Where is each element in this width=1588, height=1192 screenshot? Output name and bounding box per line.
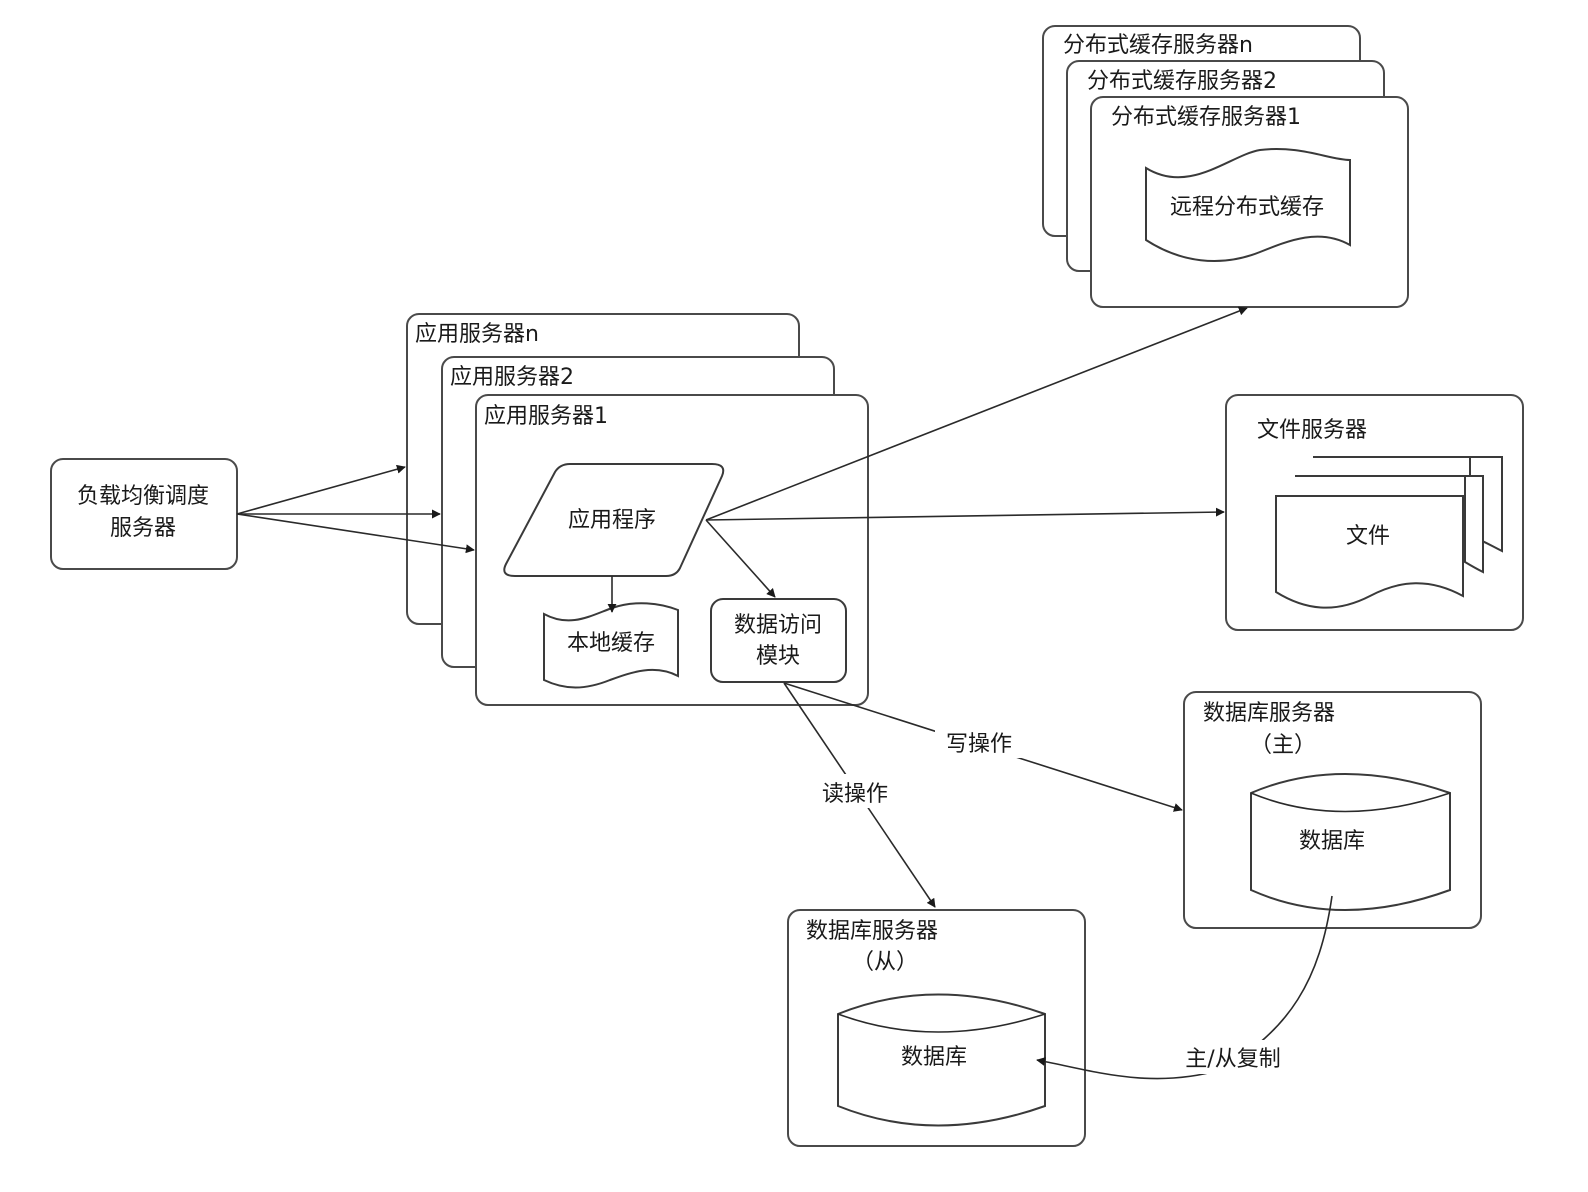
data-access-module[interactable] (710, 598, 847, 683)
file-doc-front[interactable] (1275, 495, 1464, 609)
remote-cache-label: 远程分布式缓存 (1170, 195, 1324, 220)
application-label: 应用程序 (568, 508, 656, 533)
app-server-1-label: 应用服务器1 (484, 404, 608, 429)
file-label: 文件 (1346, 524, 1390, 549)
db-master-server: 数据库服务器 （主） 数据库 (1183, 691, 1482, 929)
file-server-label: 文件服务器 (1257, 418, 1367, 443)
db-master-db-label: 数据库 (1299, 829, 1365, 854)
edge-write-label: 写操作 (946, 732, 1012, 757)
load-balancer-box[interactable] (50, 458, 238, 570)
cache-server-stack: 分布式缓存服务器n 分布式缓存服务器2 分布式缓存服务器1 远程分布式缓存 (1042, 25, 1409, 308)
local-cache-label: 本地缓存 (567, 631, 655, 656)
db-master-cylinder-top (1250, 792, 1451, 813)
db-slave-cylinder-top (837, 1013, 1046, 1033)
edges: 写操作 读操作 主/从复制 (236, 306, 1333, 1080)
db-slave-server: 数据库服务器 （从） 数据库 (787, 909, 1086, 1147)
edge-read-label-bg (812, 774, 900, 808)
file-doc-middle (1295, 475, 1484, 574)
edge-read-label: 读操作 (822, 782, 888, 807)
edge-app-to-remote-cache (705, 306, 1248, 521)
cache-server-n-label: 分布式缓存服务器n (1063, 33, 1253, 58)
edge-lb-to-app-n (236, 464, 406, 515)
edge-app-to-data-access (705, 519, 776, 598)
app-server-2-label: 应用服务器2 (450, 365, 574, 390)
edge-replication-label: 主/从复制 (1185, 1047, 1280, 1072)
db-slave-title: 数据库服务器 (806, 919, 938, 944)
db-slave-db-label: 数据库 (901, 1045, 967, 1070)
edge-write-label-bg (935, 726, 1025, 758)
file-server: 文件服务器 文件 (1225, 394, 1524, 631)
data-access-label-line2: 模块 (756, 644, 800, 669)
application-shape[interactable] (503, 463, 725, 577)
app-server-n-label: 应用服务器n (415, 322, 539, 347)
data-access-label-line1: 数据访问 (734, 613, 822, 638)
db-master-title: 数据库服务器 (1203, 701, 1335, 726)
load-balancer-label-line2: 服务器 (110, 516, 176, 541)
app-server-stack: 应用服务器n 应用服务器2 应用服务器1 应用程序 本地缓存 数据访问 模块 (406, 313, 869, 706)
edge-app-to-file-server (705, 507, 1225, 521)
remote-cache-shape[interactable] (1145, 148, 1351, 262)
edge-replication-label-bg (1172, 1040, 1294, 1074)
local-cache-shape[interactable] (543, 602, 679, 689)
db-master-subtitle: （主） (1250, 733, 1316, 758)
load-balancer[interactable]: 负载均衡调度 服务器 (50, 458, 238, 570)
load-balancer-label-line1: 负载均衡调度 (77, 484, 209, 509)
cache-server-2-label: 分布式缓存服务器2 (1087, 69, 1277, 94)
db-slave-subtitle: （从） (852, 950, 918, 975)
cache-server-1-label: 分布式缓存服务器1 (1111, 105, 1301, 130)
edge-lb-to-app-1 (236, 513, 475, 554)
